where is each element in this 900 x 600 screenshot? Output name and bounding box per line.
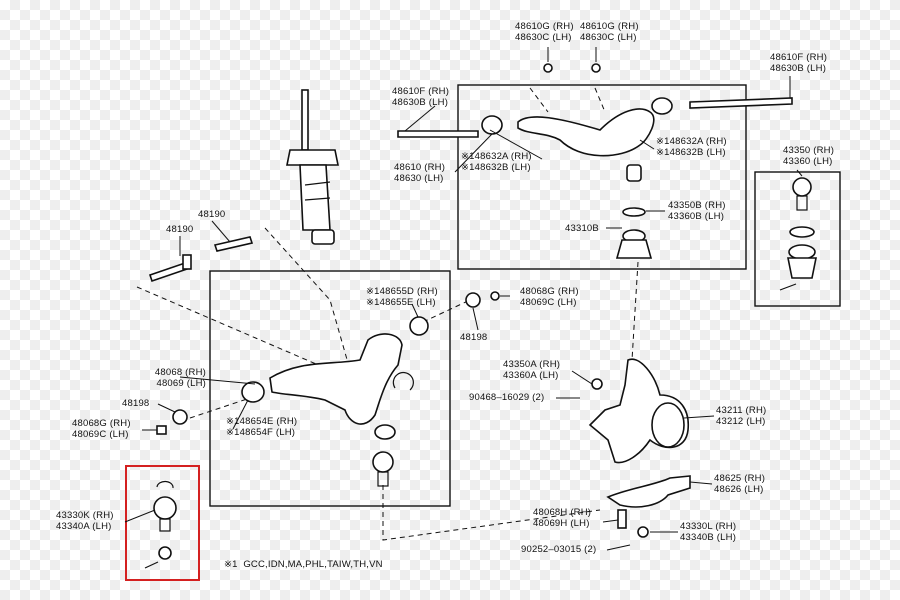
- label-43211: 43211 (RH) 43212 (LH): [716, 405, 767, 427]
- label-48610f-left: 48610F (RH) 48630B (LH): [392, 86, 450, 108]
- label-48610g-a: 48610G (RH) 48630C (LH): [515, 21, 574, 43]
- label-43310b: 43310B: [565, 223, 599, 234]
- label-43330l: 43330L (RH) 43340B (LH): [680, 521, 737, 543]
- label-48190-b: 48190: [198, 209, 226, 220]
- leader-lines: [124, 47, 803, 551]
- label-48198-top: 48198: [460, 332, 488, 343]
- label-48190-a: 48190: [166, 224, 194, 235]
- label-48610g-b: 48610G (RH) 48630C (LH): [580, 21, 639, 43]
- label-48068g-left: 48068G (RH) 48069C (LH): [72, 418, 131, 440]
- upper-control-arm: [397, 63, 793, 157]
- footnote: ※1 GCC,IDN,MA,PHL,TAIW,TH,VN: [224, 559, 383, 570]
- steering-arm: [606, 475, 691, 538]
- lower-control-arm: [156, 291, 500, 440]
- ball-joint-group-box: [754, 171, 841, 307]
- label-148632a-left: ※148632A (RH) ※148632B (LH): [461, 151, 532, 173]
- label-43330k: 43330K (RH) 43340A (LH): [56, 510, 114, 532]
- label-48198-left: 48198: [122, 398, 150, 409]
- upper-arm-group-box: [457, 84, 747, 270]
- label-48610f-right: 48610F (RH) 48630B (LH): [770, 52, 828, 74]
- steering-knuckle: [588, 358, 689, 464]
- label-48610: 48610 (RH) 48630 (LH): [394, 162, 446, 184]
- bolts: [148, 236, 254, 283]
- label-90252: 90252–03015 (2): [521, 544, 597, 555]
- label-48625: 48625 (RH) 48626 (LH): [714, 473, 766, 495]
- label-148655d: ※148655D (RH) ※148655E (LH): [366, 286, 438, 308]
- assembly-dashed-lines: [136, 87, 639, 541]
- label-48068: 48068 (RH) 48069 (LH): [154, 367, 206, 389]
- label-48068g-top: 48068G (RH) 48069C (LH): [520, 286, 579, 308]
- lower-ball-joint: [372, 451, 394, 487]
- label-43350a: 43350A (RH) 43360A (LH): [503, 359, 561, 381]
- label-148654e: ※148654E (RH) ※148654F (LH): [226, 416, 298, 438]
- highlighted-ball-joint: [144, 480, 177, 569]
- highlight-box: [125, 465, 200, 581]
- label-43350-right: 43350 (RH) 43360 (LH): [783, 145, 835, 167]
- label-148632a-right: ※148632A (RH) ※148632B (LH): [656, 136, 727, 158]
- label-43350b: 43350B (RH) 43360B (LH): [668, 200, 726, 222]
- upper-ball-joint: [615, 164, 653, 259]
- ball-joint-set: [779, 177, 817, 291]
- label-90468: 90468–16029 (2): [469, 392, 545, 403]
- lower-arm-group-box: [209, 270, 451, 507]
- strut-assembly: [286, 89, 339, 245]
- label-48068h: 48068H (RH) 48069H (LH): [533, 507, 592, 529]
